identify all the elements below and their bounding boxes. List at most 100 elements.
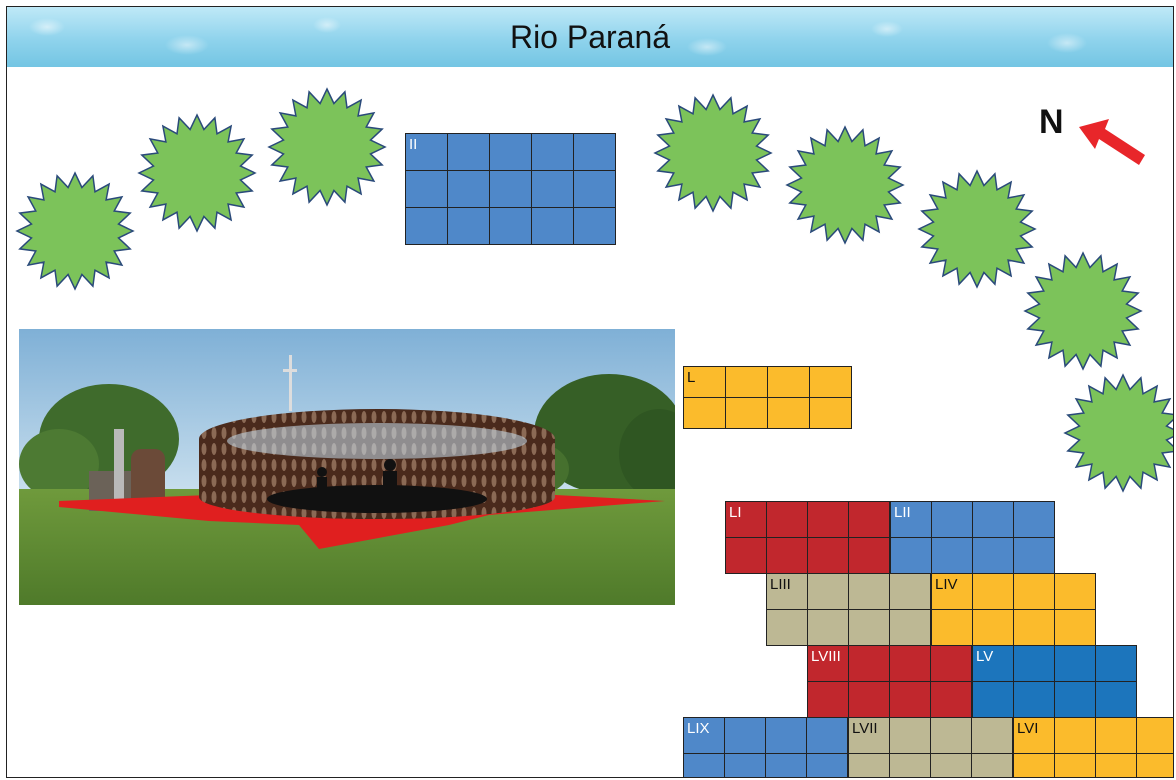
parcel-cell (765, 753, 807, 778)
parcel-cell (1013, 501, 1055, 538)
parcel-cell (848, 609, 890, 646)
parcel-cell (930, 753, 972, 778)
tree-icon (267, 87, 387, 207)
parcel-cell (889, 573, 931, 610)
parcel-cell (767, 397, 810, 429)
parcel-cell (807, 609, 849, 646)
parcel-label: LVII (852, 720, 878, 737)
parcel-cell (766, 537, 808, 574)
parcel-block-lix: LIX (683, 717, 847, 778)
river-header: Rio Paraná (7, 7, 1173, 67)
parcel-cell (972, 573, 1014, 610)
parcel-cell (1095, 681, 1137, 718)
parcel-block-liv: LIV (931, 573, 1095, 645)
parcel-cell (447, 207, 490, 245)
parcel-cell (1054, 681, 1096, 718)
parcel-cell (807, 573, 849, 610)
parcel-label: LIII (770, 576, 791, 593)
parcel-block-lvi: LVI (1013, 717, 1174, 778)
parcel-label: LV (976, 648, 993, 665)
parcel-cell (931, 609, 973, 646)
parcel-block-lv: LV (972, 645, 1136, 717)
tree-icon (917, 169, 1037, 289)
parcel-label: LI (729, 504, 742, 521)
parcel-cell (848, 537, 890, 574)
parcel-cell (971, 717, 1013, 754)
parcel-cell (890, 537, 932, 574)
parcel-cell (1054, 645, 1096, 682)
parcel-cell (683, 397, 726, 429)
parcel-cell (930, 645, 972, 682)
parcel-label: LVIII (811, 648, 841, 665)
parcel-cell (683, 753, 725, 778)
site-plan-frame: Rio Paraná N (6, 6, 1174, 778)
tree-icon (785, 125, 905, 245)
parcel-block-ii: II (405, 133, 615, 244)
parcel-cell (573, 133, 616, 171)
parcel-label: LIX (687, 720, 710, 737)
parcel-cell (930, 681, 972, 718)
parcel-cell (725, 397, 768, 429)
parcel-cell (405, 170, 448, 208)
tree-icon (137, 113, 257, 233)
page-title: Rio Paraná (510, 19, 670, 56)
parcel-cell (1013, 537, 1055, 574)
parcel-cell (447, 170, 490, 208)
parcel-cell (767, 366, 810, 398)
parcel-cell (1013, 681, 1055, 718)
parcel-block-lii: LII (890, 501, 1054, 573)
parcel-cell (848, 573, 890, 610)
parcel-cell (489, 207, 532, 245)
parcel-cell (573, 207, 616, 245)
parcel-cell (806, 717, 848, 754)
parcel-cell (1136, 753, 1174, 778)
parcel-cell (889, 717, 931, 754)
tree-icon (1023, 251, 1143, 371)
parcel-cell (1013, 753, 1055, 778)
parcel-cell (889, 753, 931, 778)
parcel-cell (972, 609, 1014, 646)
parcel-cell (848, 681, 890, 718)
parcel-cell (725, 537, 767, 574)
parcel-cell (1013, 609, 1055, 646)
tree-icon (653, 93, 773, 213)
parcel-cell (1054, 609, 1096, 646)
parcel-block-li: LI (725, 501, 889, 573)
parcel-cell (1054, 573, 1096, 610)
parcel-cell (807, 681, 849, 718)
parcel-cell (765, 717, 807, 754)
parcel-cell (447, 133, 490, 171)
parcel-cell (531, 170, 574, 208)
parcel-cell (972, 501, 1014, 538)
parcel-cell (931, 537, 973, 574)
parcel-block-lvii: LVII (848, 717, 1012, 778)
parcel-cell (766, 609, 808, 646)
parcel-cell (405, 207, 448, 245)
parcel-cell (1095, 645, 1137, 682)
parcel-cell (809, 397, 852, 429)
parcel-cell (1136, 717, 1174, 754)
parcel-cell (848, 645, 890, 682)
parcel-cell (809, 366, 852, 398)
parcel-cell (931, 501, 973, 538)
parcel-cell (725, 366, 768, 398)
parcel-cell (889, 645, 931, 682)
parcel-cell (1013, 573, 1055, 610)
parcel-cell (806, 753, 848, 778)
parcel-cell (531, 133, 574, 171)
parcel-cell (848, 753, 890, 778)
parcel-cell (972, 537, 1014, 574)
parcel-block-lviii: LVIII (807, 645, 971, 717)
parcel-label: L (687, 369, 695, 386)
parcel-cell (1095, 717, 1137, 754)
parcel-block-liii: LIII (766, 573, 930, 645)
sculpture-photo (19, 329, 675, 605)
parcel-label: LII (894, 504, 911, 521)
parcel-cell (930, 717, 972, 754)
parcel-cell (1013, 645, 1055, 682)
parcel-label: II (409, 136, 417, 153)
parcel-label: LVI (1017, 720, 1038, 737)
parcel-cell (766, 501, 808, 538)
parcel-cell (889, 681, 931, 718)
parcel-cell (971, 753, 1013, 778)
